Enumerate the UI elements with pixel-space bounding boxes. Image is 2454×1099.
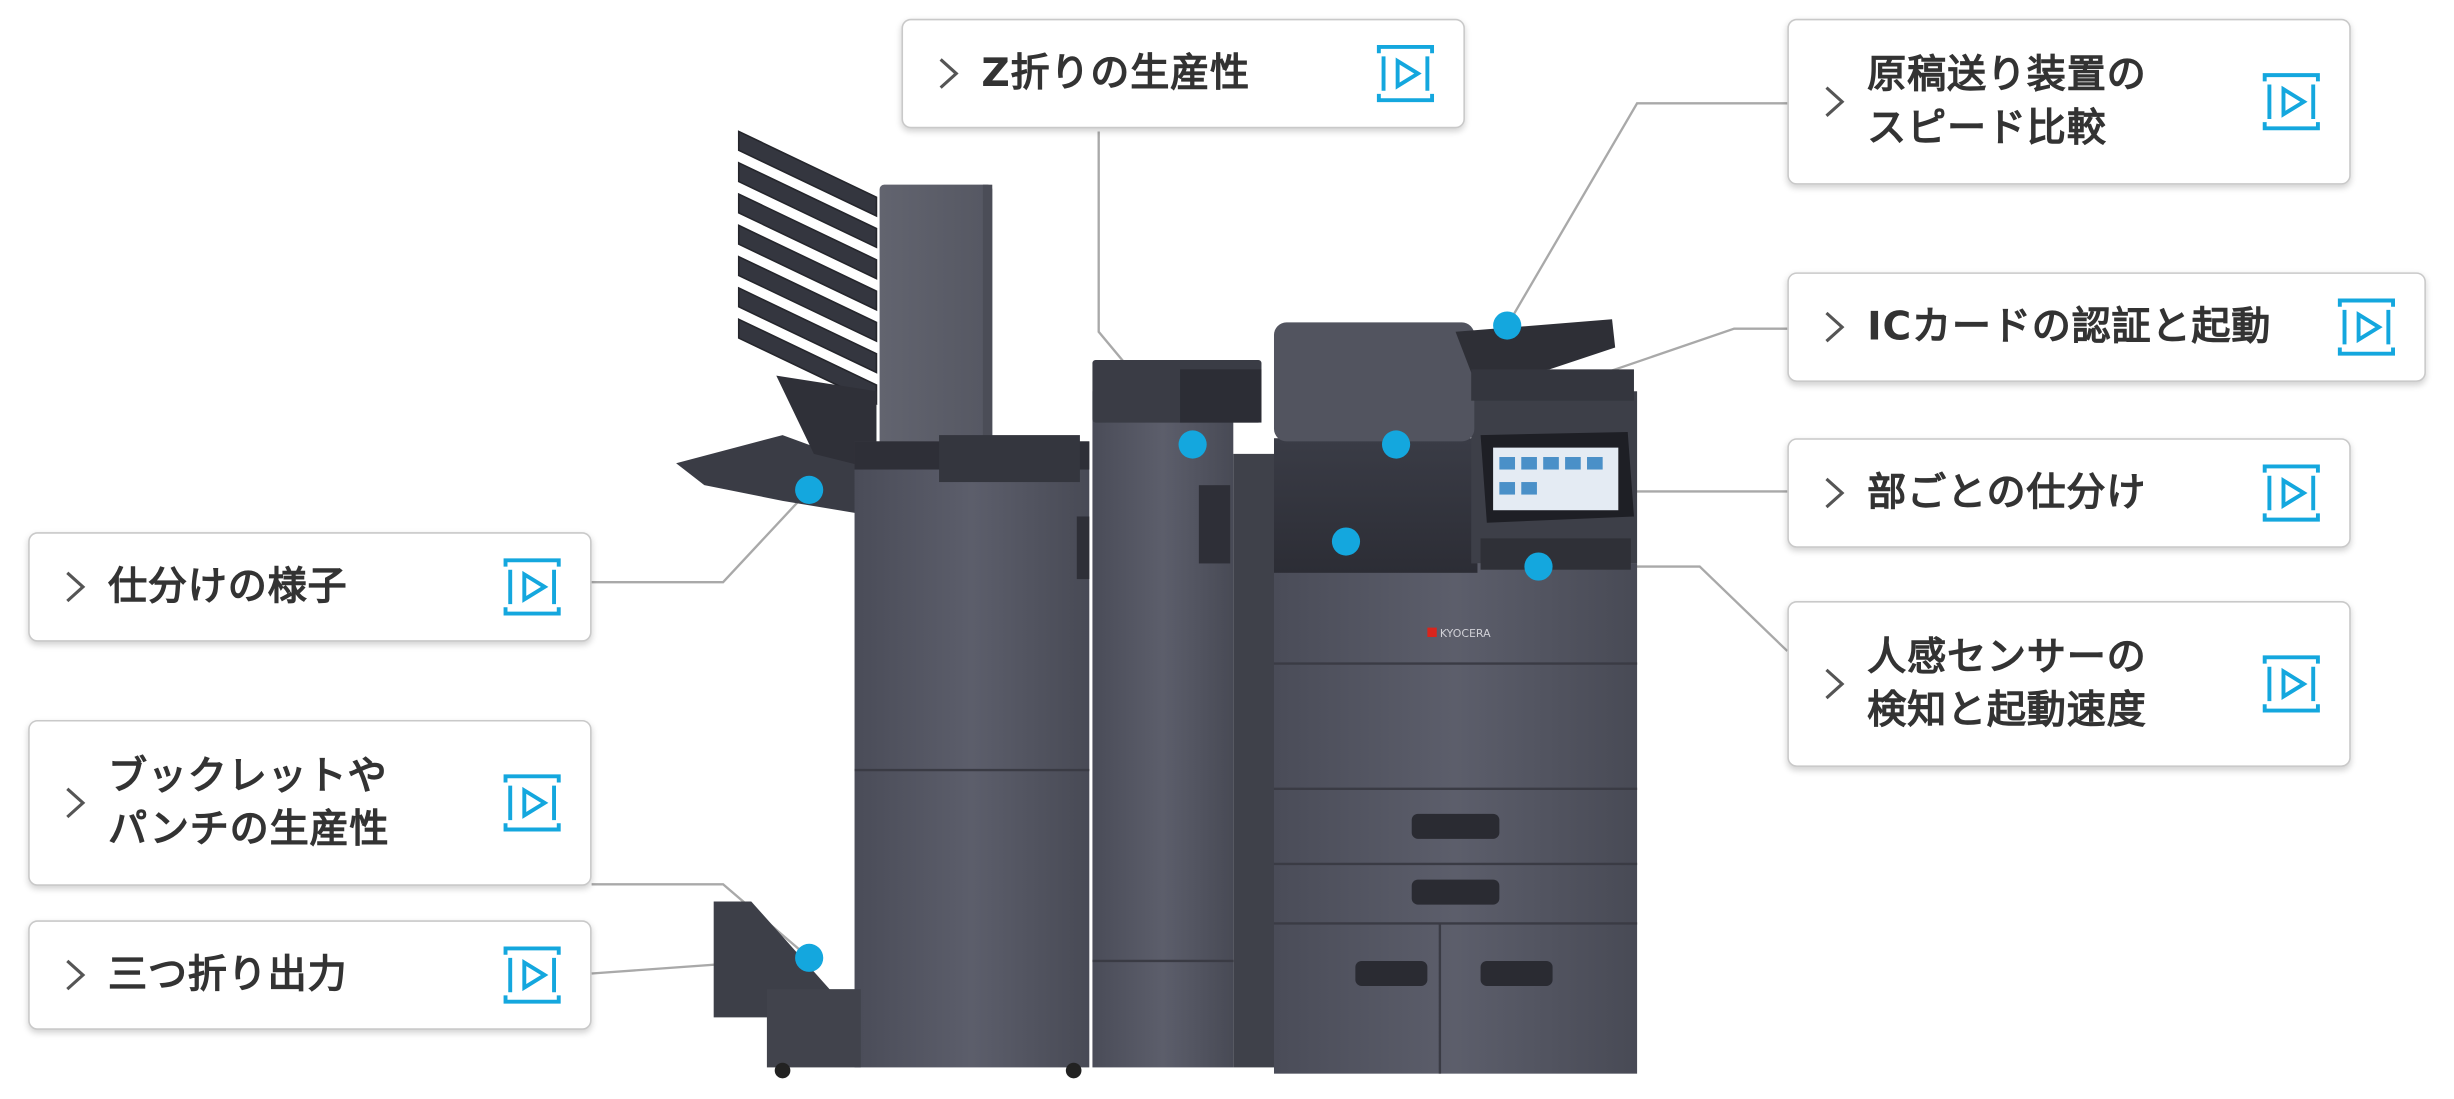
hotspot-department-sort[interactable] <box>1331 527 1361 556</box>
callout-label: 三つ折り出力 <box>107 951 348 997</box>
finisher-tower <box>879 184 993 464</box>
callout-label: ICカードの認証と起動 <box>1867 303 2272 350</box>
play-video-icon <box>2262 655 2320 713</box>
callout-label: ブックレットや パンチの生産性 <box>107 752 390 852</box>
chevron-right-icon <box>1825 311 1845 343</box>
callout-tri-fold[interactable]: 三つ折り出力 <box>28 920 592 1030</box>
callout-ic-card[interactable]: ICカードの認証と起動 <box>1787 272 2426 382</box>
hotspot-booklet[interactable] <box>795 943 824 972</box>
chevron-right-icon <box>66 571 86 603</box>
callout-z-fold[interactable]: Z折りの生産性 <box>901 18 1465 129</box>
callout-label: 原稿送り装置の スピード比較 <box>1867 51 2147 151</box>
callout-label: 部ごとの仕分け <box>1867 469 2147 515</box>
callout-sensor[interactable]: 人感センサーの 検知と起動速度 <box>1787 600 2351 767</box>
hotspot-sensor[interactable] <box>1524 552 1553 581</box>
chevron-right-icon <box>66 959 86 991</box>
finisher-body <box>854 441 1090 1068</box>
callout-label: 仕分けの様子 <box>107 563 348 609</box>
hotspot-z-fold[interactable] <box>1178 430 1207 459</box>
callout-label: Z折りの生産性 <box>981 50 1250 96</box>
chevron-right-icon <box>939 58 959 89</box>
play-video-icon <box>1376 44 1435 103</box>
play-video-icon <box>503 946 561 1004</box>
hotspot-ic-card[interactable] <box>1381 430 1411 459</box>
callout-booklet-punch[interactable]: ブックレットや パンチの生産性 <box>28 719 592 886</box>
play-video-icon <box>2337 298 2395 356</box>
scanner-top <box>1273 322 1475 442</box>
callout-adf-speed[interactable]: 原稿送り装置の スピード比較 <box>1787 18 2351 185</box>
callout-department-sort[interactable]: 部ごとの仕分け <box>1787 438 2351 548</box>
chevron-right-icon <box>1825 86 1845 117</box>
adf-tray <box>1455 319 1616 373</box>
play-video-icon <box>503 774 561 832</box>
callout-sorting-appearance[interactable]: 仕分けの様子 <box>28 532 592 642</box>
play-video-icon <box>2262 464 2320 522</box>
play-video-icon <box>2262 73 2320 131</box>
hotspot-adf[interactable] <box>1493 311 1522 340</box>
chevron-right-icon <box>1825 477 1845 509</box>
mailbox-trays <box>737 130 878 406</box>
booklet-tray <box>713 901 830 1018</box>
chevron-right-icon <box>66 787 86 819</box>
play-video-icon <box>503 558 561 616</box>
brand-logo: KYOCERA <box>1440 627 1491 640</box>
hotspot-sorting[interactable] <box>795 475 824 504</box>
output-bay <box>1273 438 1478 573</box>
callout-label: 人感センサーの 検知と起動速度 <box>1867 633 2147 733</box>
chevron-right-icon <box>1825 668 1845 700</box>
